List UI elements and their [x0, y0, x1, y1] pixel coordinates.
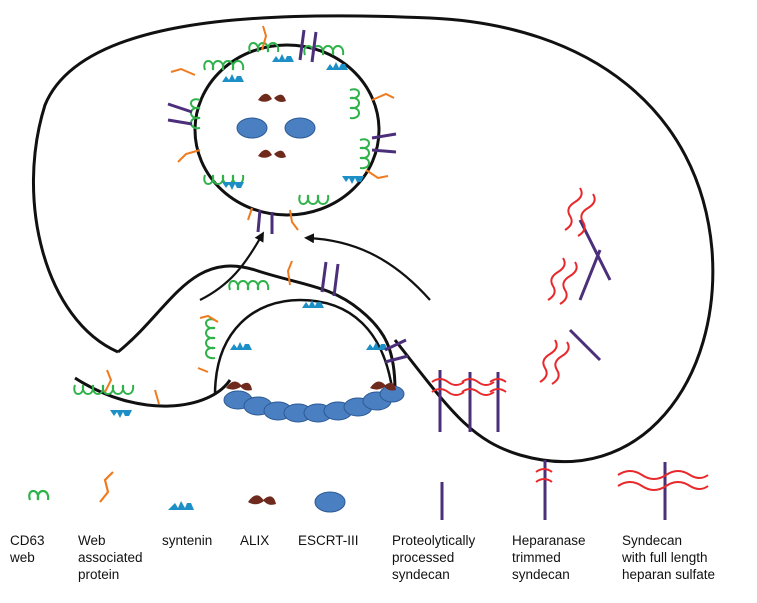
vesicle-escrt-2: [284, 117, 316, 139]
syntenin-icon: [168, 501, 194, 510]
vesicle-escrt-1: [236, 117, 268, 139]
web-proteins-bud: [104, 260, 293, 405]
cd63-web-icon: [28, 489, 50, 501]
alix-icon: [248, 495, 276, 505]
alix-bud: [226, 381, 396, 391]
syntenin-vesicle: [222, 54, 364, 190]
legend-label-alix: ALIX: [240, 533, 270, 548]
legend-label-syntenin: syntenin: [162, 533, 213, 548]
legend: [28, 460, 709, 520]
budding-membrane: [117, 264, 397, 391]
arrow-right: [304, 233, 431, 301]
arrow-left: [199, 231, 264, 301]
syndecan-right-membrane: [431, 187, 612, 432]
outer-membrane: [32, 14, 715, 463]
escrt-iii-icon: [314, 491, 346, 513]
vesicle-alix-1: [258, 93, 286, 102]
escrt-iii-filament: [223, 385, 405, 423]
full-length-syndecan-icon: [617, 462, 709, 520]
syntenin-bud: [110, 300, 388, 418]
syndecan-bud: [320, 261, 409, 364]
vesicle-alix-2: [258, 149, 286, 158]
web-associated-protein-icon: [99, 471, 114, 503]
syndecan-vesicle: [167, 29, 397, 234]
cd63-webs-bud: [73, 280, 270, 395]
outer-membrane-lower-left: [74, 376, 232, 408]
web-proteins-vesicle: [170, 25, 395, 231]
heparanase-trimmed-syndecan-icon: [535, 460, 553, 520]
legend-label-escrt: ESCRT-III: [298, 533, 359, 548]
bud-inner-membrane: [213, 298, 395, 396]
